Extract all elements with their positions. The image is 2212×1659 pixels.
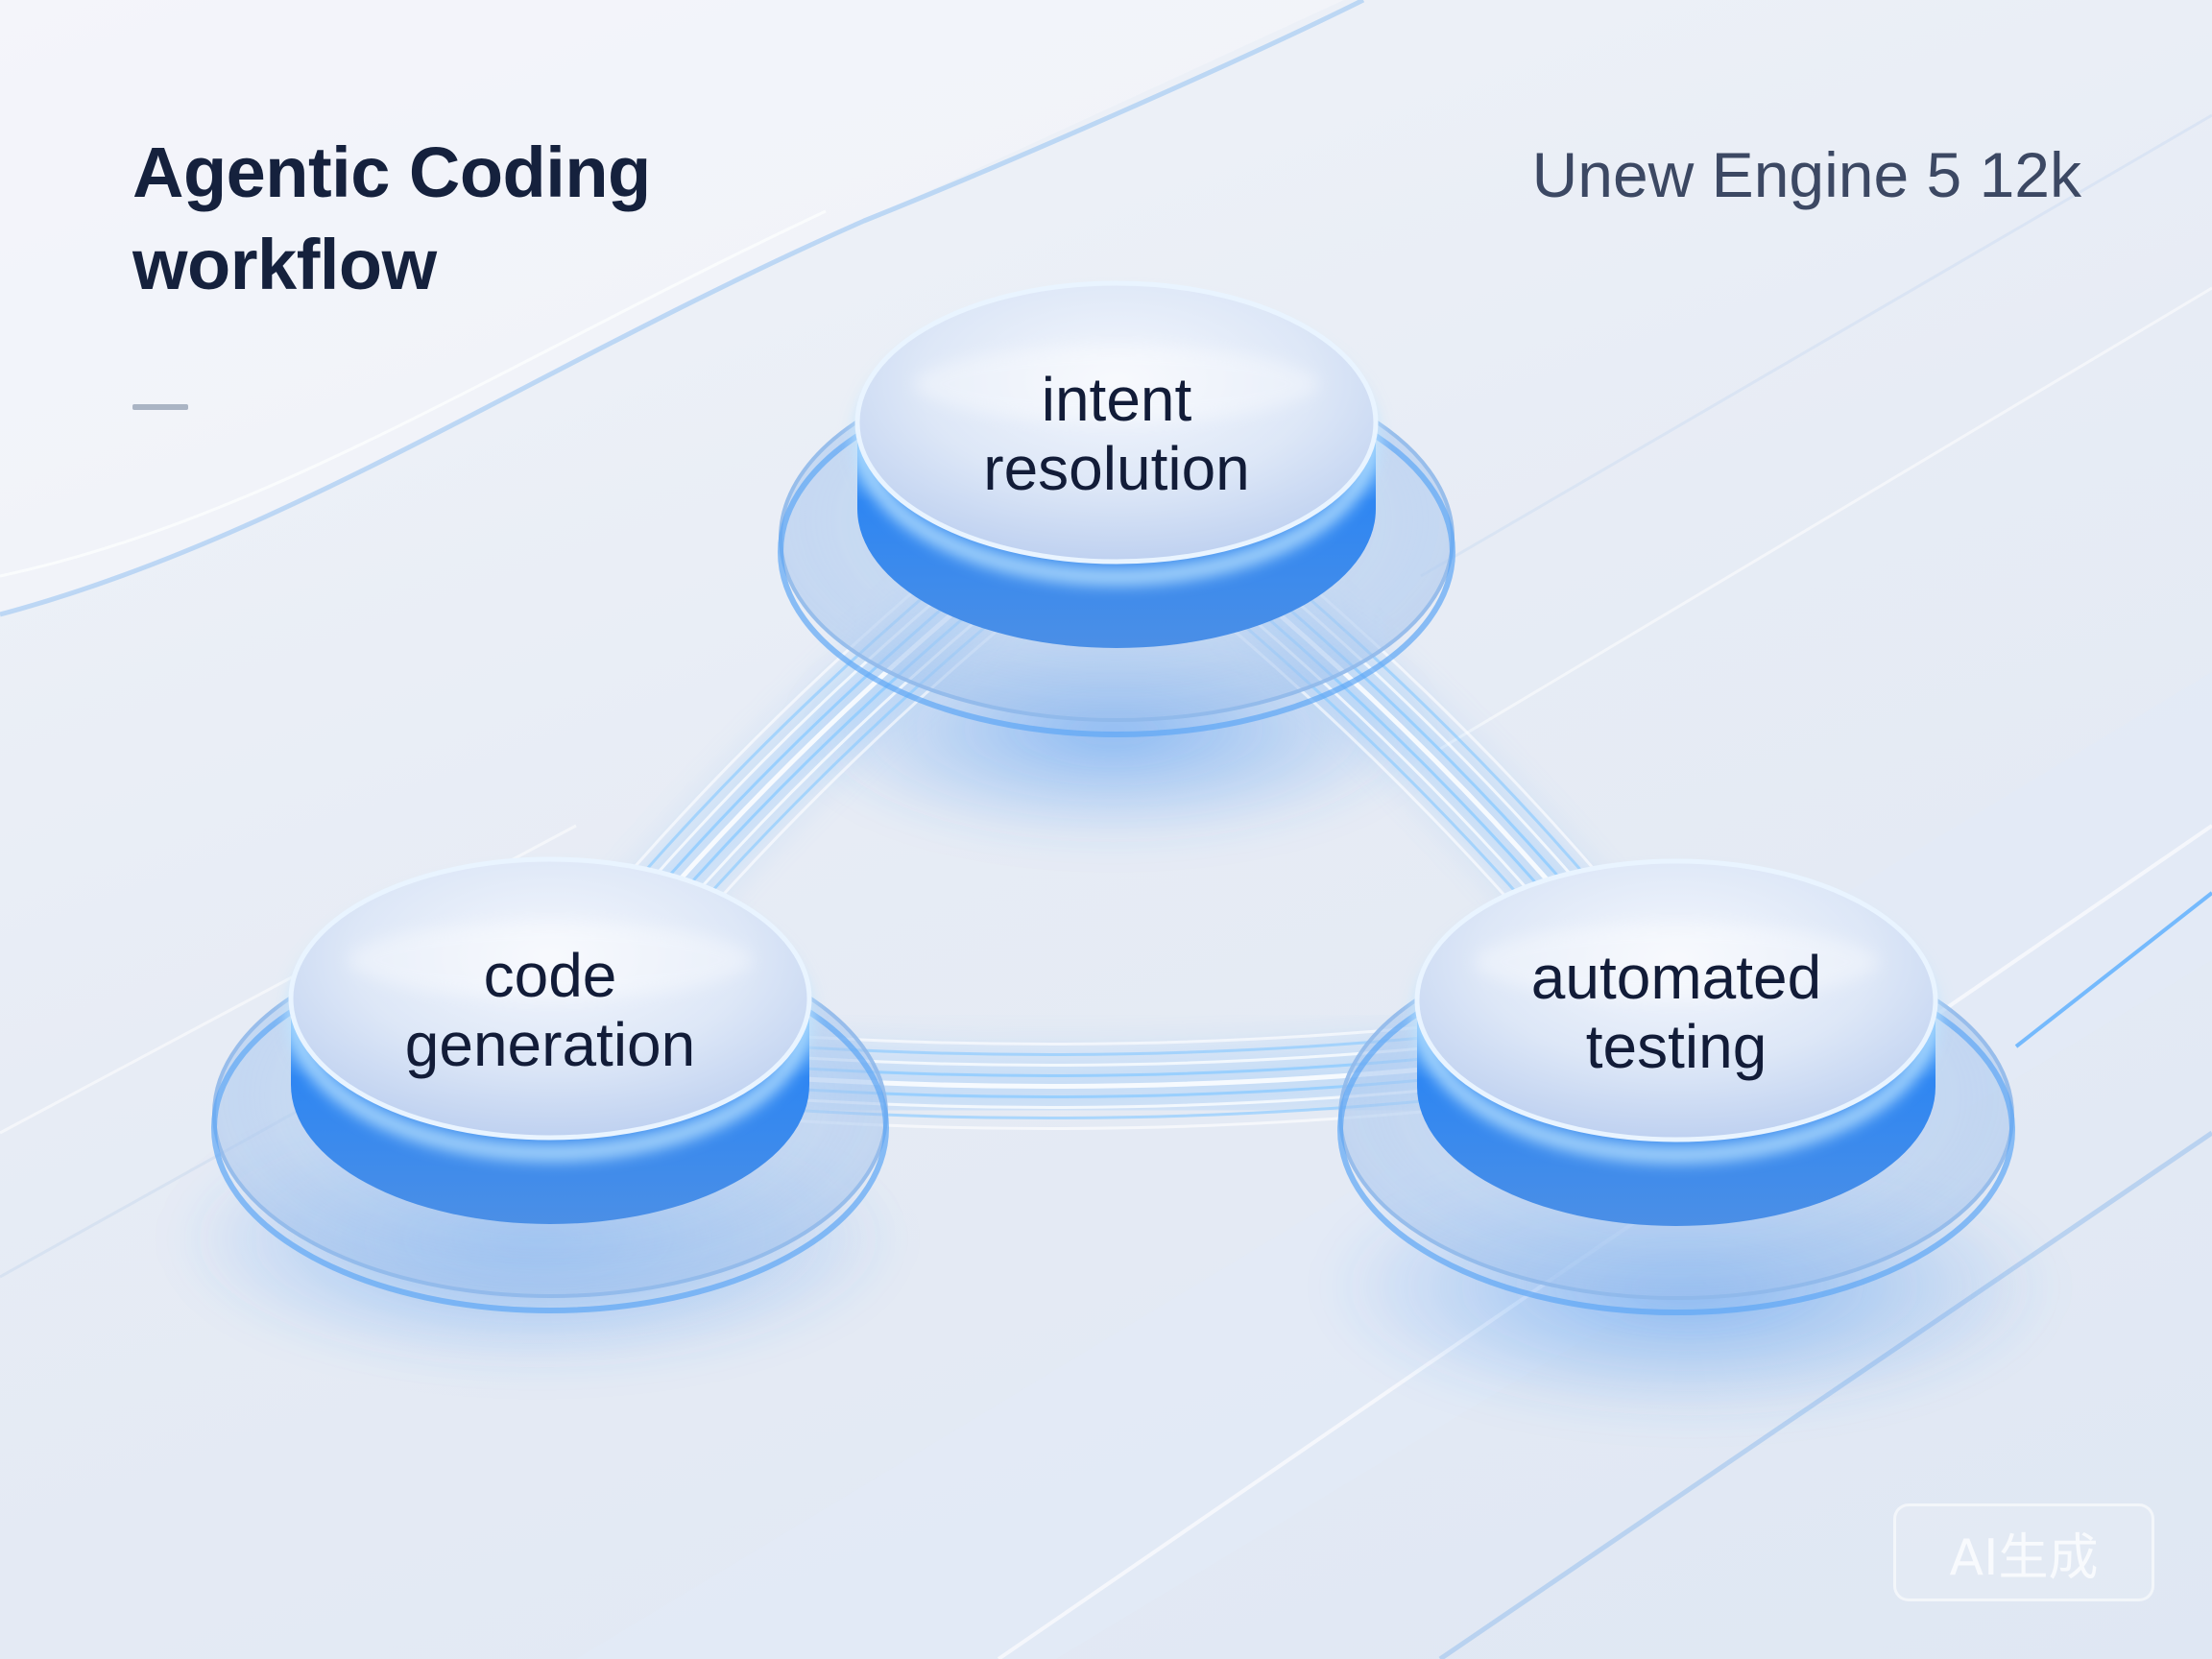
diagram-title: Agentic Coding workflow: [132, 127, 805, 311]
node-group: [211, 280, 2015, 1315]
node-code-generation: [211, 856, 889, 1313]
node-label-code-generation: code generation: [405, 941, 695, 1079]
node-label-line: resolution: [983, 434, 1250, 503]
title-divider: [132, 404, 188, 410]
node-highlight: [1475, 924, 1878, 1000]
node-label-automated-testing: automated testing: [1531, 943, 1821, 1081]
title-line-1: Agentic Coding: [132, 132, 651, 212]
node-label-line: automated: [1530, 943, 1822, 1012]
node-label-line: generation: [404, 1010, 696, 1079]
node-label-line: intent: [1041, 365, 1192, 434]
engine-subtitle: Unew Engine 5 12k: [1531, 139, 2081, 210]
node-label-intent-resolution: intent resolution: [983, 365, 1250, 503]
node-intent-resolution: [778, 280, 1455, 737]
node-highlight: [915, 346, 1318, 422]
node-label-line: code: [483, 941, 617, 1010]
node-highlight: [349, 922, 752, 998]
ai-generated-watermark: AI生成: [1893, 1503, 2154, 1601]
node-label-line: testing: [1585, 1012, 1767, 1081]
title-line-2: workflow: [132, 225, 437, 304]
node-automated-testing: [1337, 858, 2015, 1315]
